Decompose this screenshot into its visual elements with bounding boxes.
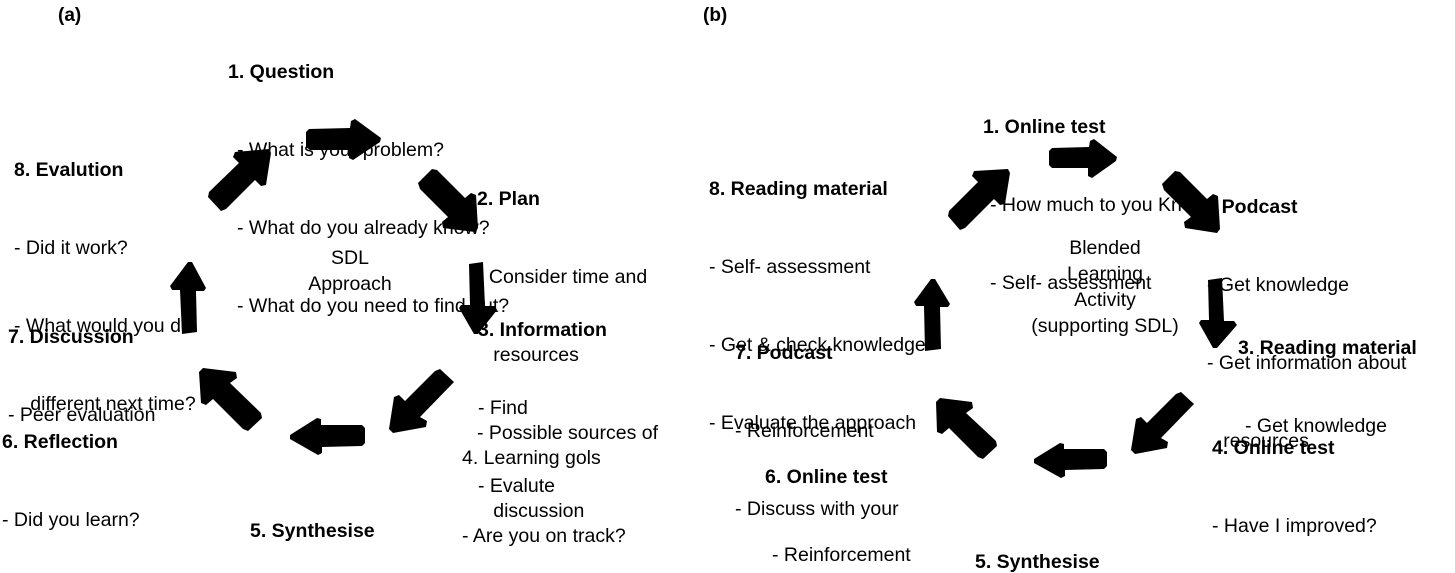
step-block-b-2: 2. Podcast - Get knowledge - Get informa… [1200,142,1406,506]
step-block-b-8: 8. Reading material - Self- assessment -… [709,124,926,488]
cycle-arrow-up-left-icon [197,366,267,432]
step-heading: 5. Synthesise [975,551,1100,573]
arrow-dash-mark [944,418,955,422]
cycle-arrow-up-left-icon [934,396,1000,460]
cycle-arrow-right-icon [303,119,383,161]
step-item: - Self- assessment [709,256,871,278]
step-item: - Reinforcement [735,420,874,442]
step-item: - Get knowledge [1245,415,1387,437]
panel-b-center-label: Blended Learning Activity (supporting SD… [1031,237,1179,337]
panel-label-a: (a) [58,5,82,26]
step-item: discussion [477,500,585,522]
step-item: - What would you do [14,315,192,337]
cycle-arrow-left-icon [288,418,368,456]
step-item: - Consider time and [477,266,648,288]
step-item: - Reinforcement [772,544,911,566]
cycle-arrow-down-icon [1197,278,1237,350]
step-heading: 2. Plan [477,188,540,210]
cycle-arrow-down-left-icon [1128,392,1196,456]
step-item: - Discuss with your [735,498,899,520]
step-heading: 6. Reflection [2,431,118,453]
step-item: - Possible sources of [477,422,658,444]
cycle-arrow-up-right-icon [945,165,1013,233]
step-block-a-8: 8. Evalution - Did it work? - What would… [14,105,196,469]
step-item: - What is your problem? [237,139,444,161]
step-item: - Get information about [1207,352,1407,374]
step-heading: 7. Discussion [8,326,134,348]
step-item: - Are you on track? [462,525,626,547]
step-block-a-7: 7. Discussion - Peer evaluation [8,272,155,480]
step-block-b-3: 3. Reading material - Get knowledge [1238,283,1417,491]
cycle-arrow-up-icon [914,279,952,351]
step-heading: 6. Online test [765,466,888,488]
step-heading: 1. Online test [983,116,1106,138]
step-item: resources [477,344,579,366]
step-item: different next time? [14,393,196,415]
cycle-arrow-down-right-icon [1160,170,1224,236]
cycle-arrow-left-icon [1032,443,1110,479]
step-block-a-4: 4. Learning gols - Are you on track? - K… [462,393,626,573]
step-item: - Find [478,397,528,419]
cycle-arrow-right-icon [1046,139,1119,179]
step-block-b-6: 6. Online test - Reinforcement - Self- m… [765,412,936,573]
step-heading: 2. Podcast [1200,196,1298,218]
cycle-arrow-up-right-icon [205,145,273,213]
step-block-b-4: 4. Online test - Have I improved? - Self… [1212,383,1429,573]
step-block-b-7: 7. Podcast - Reinforcement - Discuss wit… [735,288,899,573]
panel-label-b: (b) [703,5,728,26]
step-block-a-5: 5. Synthesise - Organise ideas and infor… [250,466,431,573]
step-item: - Self- assessment [990,272,1152,294]
cycle-arrow-down-right-icon [416,168,482,234]
step-heading: 4. Online test [1212,437,1335,459]
step-block-b-5: 5. Synthesise - Organise ideas and infor… [975,497,1258,573]
step-heading: 8. Evalution [14,159,124,181]
step-heading: 3. Information [478,319,607,341]
step-item: - Get & check knowledge [709,334,926,356]
step-item: - Peer evaluation [8,404,156,426]
cycle-arrow-down-left-icon [386,369,456,435]
step-heading: 8. Reading material [709,178,888,200]
step-item: resources [1207,430,1309,452]
step-block-a-2: 2. Plan - Consider time and resources - … [477,134,658,573]
panel-a-center-label: SDL Approach [308,247,392,295]
step-heading: 5. Synthesise [250,520,375,542]
step-block-a-3: 3. Information - Find - Evalute [478,265,607,551]
step-item: - Evalute [478,475,555,497]
step-heading: 1. Question [228,61,335,83]
step-heading: 3. Reading material [1238,337,1417,359]
step-item: - Did you learn? [2,509,140,531]
step-item: - Evaluate the approach [709,412,917,434]
step-item: - Have I improved? [1212,515,1377,537]
step-item: - Did it work? [14,237,128,259]
step-heading: 4. Learning gols [462,447,601,469]
step-block-a-6: 6. Reflection - Did you learn? - Can you… [2,377,182,573]
step-heading: 7. Podcast [735,342,833,364]
cycle-arrow-down-icon [457,262,497,336]
cycle-arrow-up-icon [170,262,208,334]
